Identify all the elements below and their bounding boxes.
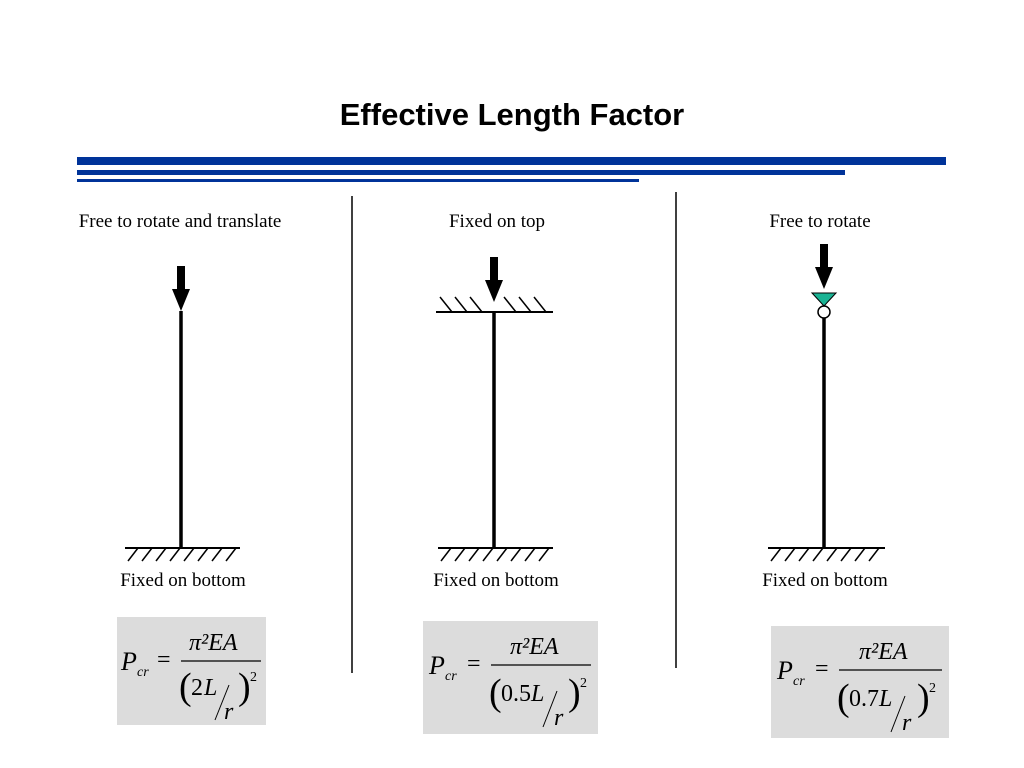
column-2-top-label: Fixed on top [448, 211, 546, 232]
formula-equals: = [467, 651, 481, 677]
formula-exponent: 2 [250, 670, 257, 685]
fraction-slash [890, 695, 906, 733]
formula-2: P cr = π²EA ( 0.5 L r ) 2 [428, 634, 591, 731]
fixed-base-support [125, 547, 240, 562]
column-3-diagram [768, 244, 885, 562]
fixed-base-support [768, 547, 885, 562]
column-3-formula: P cr = π²EA ( 0.7 L r ) 2 [771, 626, 949, 738]
formula-equals: = [815, 656, 829, 682]
slide-title: Effective Length Factor [339, 97, 685, 132]
column-2-bottom-label: Fixed on bottom [433, 570, 559, 591]
column-1-bottom-label: Fixed on bottom [120, 570, 246, 591]
formula-equals: = [157, 647, 171, 673]
formula-factor: 2 [191, 675, 203, 701]
load-arrow [485, 257, 503, 302]
hinge-icon [817, 305, 831, 319]
header-rule-bottom [77, 179, 639, 182]
column-2-formula: P cr = π²EA ( 0.5 L r ) 2 [423, 621, 598, 734]
formula-r: r [224, 699, 234, 725]
formula-lhs: P [120, 647, 137, 676]
formula-r: r [902, 710, 912, 736]
column-3-top-label: Free to rotate [769, 211, 871, 232]
load-arrow [172, 266, 190, 311]
pin-support-icon [810, 292, 838, 307]
formula-sub: cr [137, 665, 149, 680]
fixed-base-support [438, 547, 553, 562]
formula-r: r [554, 705, 564, 731]
paren-open: ( [837, 677, 850, 719]
formula-numerator: π²EA [189, 630, 238, 656]
paren-close: ) [917, 677, 930, 719]
column-1-diagram [125, 266, 240, 562]
formula-lhs: P [428, 651, 445, 680]
formula-sub: cr [445, 669, 457, 684]
formula-1: P cr = π²EA ( 2 L r ) 2 [120, 630, 261, 725]
header-rules [77, 157, 946, 182]
formula-L: L [878, 686, 892, 712]
formula-exponent: 2 [580, 676, 587, 691]
paren-open: ( [489, 672, 502, 714]
formula-exponent: 2 [929, 681, 936, 696]
paren-open: ( [179, 666, 192, 708]
formula-L: L [530, 681, 544, 707]
column-3-bottom-label: Fixed on bottom [762, 570, 888, 591]
header-rule-top [77, 157, 946, 165]
formula-3: P cr = π²EA ( 0.7 L r ) 2 [776, 639, 942, 736]
formula-sub: cr [793, 674, 805, 689]
formula-numerator: π²EA [859, 639, 908, 665]
column-2-diagram [436, 257, 553, 562]
fraction-slash [542, 690, 558, 728]
formula-factor: 0.7 [849, 686, 879, 712]
load-arrow [815, 244, 833, 289]
paren-close: ) [568, 672, 581, 714]
column-1-formula: P cr = π²EA ( 2 L r ) 2 [117, 617, 266, 725]
formula-lhs: P [776, 656, 793, 685]
formula-numerator: π²EA [510, 634, 559, 660]
column-1-top-label: Free to rotate and translate [78, 211, 282, 232]
header-rule-middle [77, 170, 845, 175]
formula-L: L [203, 675, 217, 701]
fraction-slash [214, 684, 230, 721]
paren-close: ) [238, 666, 251, 708]
formula-factor: 0.5 [501, 681, 531, 707]
